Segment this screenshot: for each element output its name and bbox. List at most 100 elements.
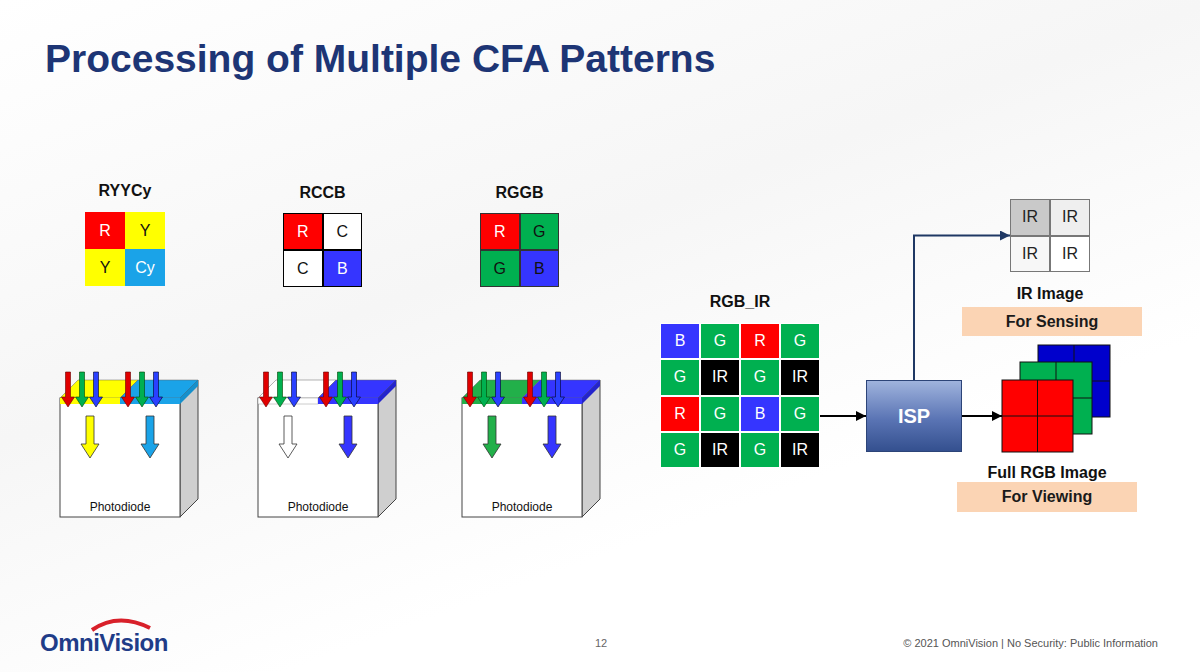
cfa-grid: RGGBRGGB bbox=[480, 213, 559, 287]
drawing-part bbox=[378, 380, 396, 517]
drawing-part bbox=[543, 416, 561, 458]
drawing-part bbox=[288, 372, 301, 407]
drawing-part bbox=[524, 372, 537, 407]
drawing-part bbox=[136, 372, 149, 407]
cell-letter: B bbox=[534, 260, 545, 278]
caption-band: For Viewing bbox=[957, 482, 1137, 512]
copyright-note: © 2021 OmniVision | No Security: Public … bbox=[903, 637, 1158, 649]
cfa-cell: B bbox=[323, 250, 363, 287]
heading-holder: RGB_IR bbox=[710, 293, 770, 311]
cell-letter: R bbox=[674, 405, 686, 423]
cfa-cell: R bbox=[660, 396, 700, 432]
cfa-grid: RGB_IRBGRGGIRGIRRGBGGIRGIR bbox=[660, 323, 820, 468]
pattern-name: Full RGB Image bbox=[987, 464, 1106, 482]
cell-letter: C bbox=[336, 223, 348, 241]
cell-letter: Cy bbox=[135, 259, 155, 277]
cell-letter: IR bbox=[1022, 208, 1038, 226]
cfa-cell: R bbox=[740, 323, 780, 359]
drawing-part bbox=[582, 380, 600, 517]
cell-letter: G bbox=[533, 223, 545, 241]
logo-swoosh bbox=[92, 620, 150, 630]
label-holder: 12 bbox=[595, 637, 607, 649]
cfa-cell: R bbox=[85, 212, 125, 249]
cell-letter: IR bbox=[712, 441, 728, 459]
drawing-part bbox=[492, 372, 505, 407]
cfa-cell: IR bbox=[780, 359, 820, 395]
heading-holder: RCCB bbox=[299, 184, 345, 202]
drawing-part bbox=[81, 416, 99, 458]
cell-letter: G bbox=[754, 368, 766, 386]
cfa-grid: RYYCyRYYCy bbox=[85, 212, 165, 286]
cell-letter: R bbox=[297, 223, 309, 241]
cfa-cell: G bbox=[520, 213, 560, 250]
cell-letter: R bbox=[99, 222, 111, 240]
cell-letter: IR bbox=[1022, 245, 1038, 263]
drawing-part bbox=[378, 380, 396, 404]
cell-letter: Y bbox=[100, 259, 111, 277]
rgb-planes bbox=[1002, 345, 1110, 452]
cfa-cell: G bbox=[780, 323, 820, 359]
caption-band: For Sensing bbox=[962, 307, 1142, 336]
box-label: ISP bbox=[898, 405, 930, 428]
flow-arrow bbox=[962, 415, 1002, 417]
cell-letter: G bbox=[714, 405, 726, 423]
cfa-cell: B bbox=[740, 396, 780, 432]
drawing-part bbox=[180, 380, 198, 404]
slide-title: Processing of Multiple CFA Patterns bbox=[45, 36, 715, 82]
photodiode-label: Photodiode bbox=[492, 500, 553, 514]
photodiode-box: Photodiode bbox=[258, 398, 378, 517]
cell-letter: G bbox=[754, 441, 766, 459]
drawing-part bbox=[90, 372, 103, 407]
drawing-part bbox=[141, 416, 159, 458]
drawing-part bbox=[462, 398, 582, 517]
cfa-cell: Y bbox=[125, 212, 165, 249]
drawing-part bbox=[76, 372, 89, 407]
drawing-part bbox=[258, 398, 378, 517]
page-number: 12 bbox=[595, 637, 607, 649]
cfa-cell: IR bbox=[700, 359, 740, 395]
cfa-cell: G bbox=[700, 323, 740, 359]
photodiode-label: Photodiode bbox=[90, 500, 151, 514]
cfa-cell: IR bbox=[1050, 236, 1090, 273]
box-label: For Viewing bbox=[1002, 488, 1092, 506]
drawing-part bbox=[274, 372, 287, 407]
cfa-cell: IR bbox=[700, 432, 740, 468]
drawing-part bbox=[483, 416, 501, 458]
cell-letter: IR bbox=[1062, 245, 1078, 263]
cell-letter: B bbox=[675, 332, 686, 350]
pattern-name: RGGB bbox=[496, 184, 544, 202]
cell-letter: IR bbox=[792, 441, 808, 459]
cell-letter: R bbox=[494, 223, 506, 241]
label-holder: OmniVision bbox=[40, 629, 168, 657]
drawing-part bbox=[320, 372, 333, 407]
company-logo: OmniVision bbox=[40, 629, 168, 657]
photodiode-label: Photodiode bbox=[288, 500, 349, 514]
pattern-name: RYYCy bbox=[99, 182, 152, 200]
cfa-cell: C bbox=[283, 250, 323, 287]
heading-holder: RGGB bbox=[496, 184, 544, 202]
cell-letter: Y bbox=[140, 222, 151, 240]
cfa-cell: Cy bbox=[125, 249, 165, 286]
heading-holder: IR Image bbox=[1017, 285, 1084, 303]
box-label: For Sensing bbox=[1006, 313, 1098, 331]
cell-letter: IR bbox=[792, 368, 808, 386]
drawing-part bbox=[348, 372, 361, 407]
drawing-part bbox=[339, 416, 357, 458]
cell-letter: R bbox=[754, 332, 766, 350]
cfa-cell: G bbox=[660, 432, 700, 468]
photodiode-cube bbox=[462, 372, 600, 517]
drawing-part bbox=[260, 372, 273, 407]
drawing-part bbox=[62, 372, 75, 407]
photodiode-box: Photodiode bbox=[60, 398, 180, 517]
pattern-name: IR Image bbox=[1017, 285, 1084, 303]
rgb-image: Full RGB Image bbox=[1002, 345, 1110, 452]
cfa-cell: G bbox=[700, 396, 740, 432]
cell-letter: IR bbox=[1062, 208, 1078, 226]
cell-letter: G bbox=[714, 332, 726, 350]
cfa-grid: RCCBRCCB bbox=[283, 213, 362, 287]
cfa-cell: IR bbox=[780, 432, 820, 468]
cfa-cell: B bbox=[660, 323, 700, 359]
